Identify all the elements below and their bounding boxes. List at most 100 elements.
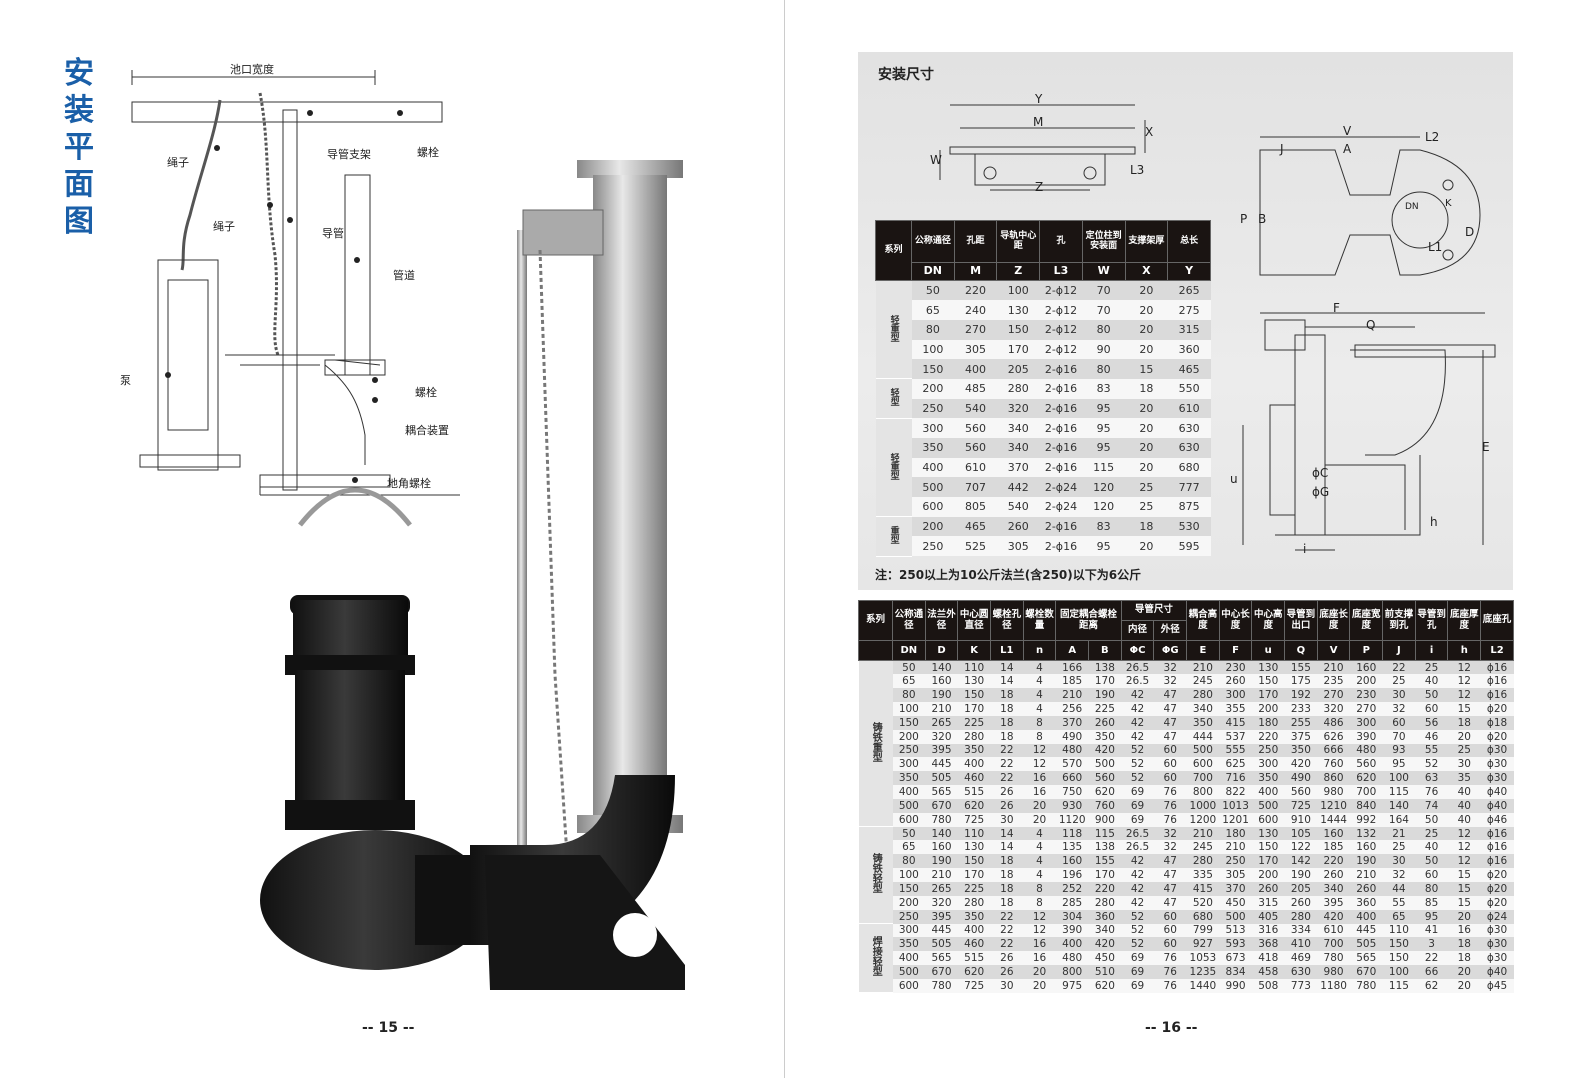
table-cell: 1053	[1186, 951, 1220, 966]
table-cell: 170	[1088, 674, 1122, 689]
table-cell: 800	[1186, 785, 1220, 799]
table-cell: 69	[1121, 812, 1154, 827]
table-cell: 480	[1349, 743, 1383, 758]
table-cell: 4	[1023, 674, 1056, 689]
table-cell: 25	[1382, 674, 1416, 689]
table-cell: 18	[990, 729, 1024, 744]
table-cell: 316	[1251, 923, 1285, 938]
table-cell: 630	[1167, 438, 1211, 458]
table-cell: 60	[1415, 702, 1448, 716]
table-cell: 130	[996, 300, 1040, 320]
rail-bracket-drawing	[939, 104, 1146, 191]
table-cell: ϕ30	[1480, 743, 1514, 758]
column-header: 导管到孔	[1414, 600, 1449, 641]
table-cell: 42	[1121, 882, 1154, 896]
table-cell: 8	[1023, 895, 1056, 910]
table-cell: 340	[996, 418, 1040, 438]
table-cell: 1440	[1186, 978, 1220, 993]
table-cell: 368	[1251, 937, 1285, 952]
column-header: 定位柱到安装面	[1081, 220, 1126, 263]
table-cell: 16	[1447, 923, 1481, 938]
table-cell: 225	[1088, 702, 1122, 716]
column-code: P	[1349, 640, 1384, 661]
column-code: h	[1447, 640, 1482, 661]
table-cell: 190	[925, 854, 958, 869]
table-cell: 12	[1447, 688, 1481, 703]
column-code: K	[957, 640, 992, 661]
table-cell: 4	[1023, 868, 1056, 882]
table-cell: 355	[1219, 702, 1252, 716]
table-cell: 200	[1251, 702, 1285, 716]
table-cell: 280	[1088, 895, 1122, 910]
table-cell: 20	[1023, 978, 1056, 993]
table-cell: 210	[1317, 660, 1350, 675]
column-header: 支撑架厚	[1124, 220, 1169, 263]
series-label: 焊接轻型	[870, 936, 882, 977]
table-cell: 25	[1382, 840, 1416, 855]
table-cell: 210	[1186, 826, 1220, 841]
table-cell: 265	[925, 882, 958, 896]
table-cell: 160	[1055, 854, 1089, 869]
pump-photo	[260, 160, 685, 990]
table-cell: 44	[1382, 882, 1416, 896]
coupling-section-drawing	[1242, 312, 1496, 551]
table-cell: 150	[1251, 840, 1285, 855]
table-cell: 2-ϕ24	[1039, 497, 1083, 517]
table-cell: 990	[1219, 978, 1252, 993]
table-cell: 340	[996, 438, 1040, 458]
table-cell: 1120	[1055, 812, 1089, 827]
table-cell: 12	[1023, 909, 1056, 924]
table-cell: 115	[1382, 785, 1416, 799]
table-cell: 210	[1055, 688, 1089, 703]
table-cell: ϕ20	[1480, 882, 1514, 896]
dim-X: X	[1145, 125, 1154, 139]
column-code: Z	[996, 262, 1041, 281]
table-cell: 150	[957, 854, 991, 869]
table-cell: ϕ16	[1480, 826, 1514, 841]
column-code: L3	[1039, 262, 1083, 281]
dim-A: A	[1343, 142, 1352, 156]
table-cell: 12	[1447, 826, 1481, 841]
table-cell: 170	[957, 702, 991, 716]
column-header: 孔	[1039, 220, 1083, 263]
table-cell: ϕ40	[1480, 785, 1514, 799]
table-cell: 210	[1186, 660, 1220, 675]
column-code: Y	[1167, 262, 1211, 281]
table-cell: 335	[1186, 868, 1220, 882]
table-cell: 76	[1153, 785, 1187, 799]
table-cell: 18	[1447, 937, 1481, 952]
dim-P: P	[1240, 212, 1248, 226]
table-cell: 505	[925, 771, 958, 786]
column-header: 总长	[1167, 220, 1211, 263]
column-code: A	[1055, 640, 1090, 661]
table-cell: 220	[954, 280, 997, 301]
table-cell: 460	[957, 937, 991, 952]
column-code: L2	[1480, 640, 1514, 661]
table-cell: 42	[1121, 895, 1154, 910]
table-cell: 42	[1121, 868, 1154, 882]
table-cell: 47	[1153, 895, 1187, 910]
table-cell: 18	[990, 882, 1024, 896]
table-cell: 32	[1153, 674, 1187, 689]
table-cell: 445	[925, 923, 958, 938]
dim-phiG: ϕG	[1312, 485, 1330, 499]
table-cell: 340	[1186, 702, 1220, 716]
table-cell: 305	[996, 536, 1040, 557]
table-cell: 135	[1055, 840, 1089, 855]
table-cell: 210	[1349, 868, 1383, 882]
column-code: B	[1088, 640, 1122, 661]
table-cell: ϕ20	[1480, 702, 1514, 716]
table-cell: 350	[1186, 715, 1220, 730]
table-cell: 150	[957, 688, 991, 703]
table-cell: 22	[990, 937, 1024, 952]
table-cell: 315	[1167, 319, 1211, 340]
table-cell: 450	[1219, 895, 1252, 910]
table-cell: 100	[996, 280, 1040, 301]
